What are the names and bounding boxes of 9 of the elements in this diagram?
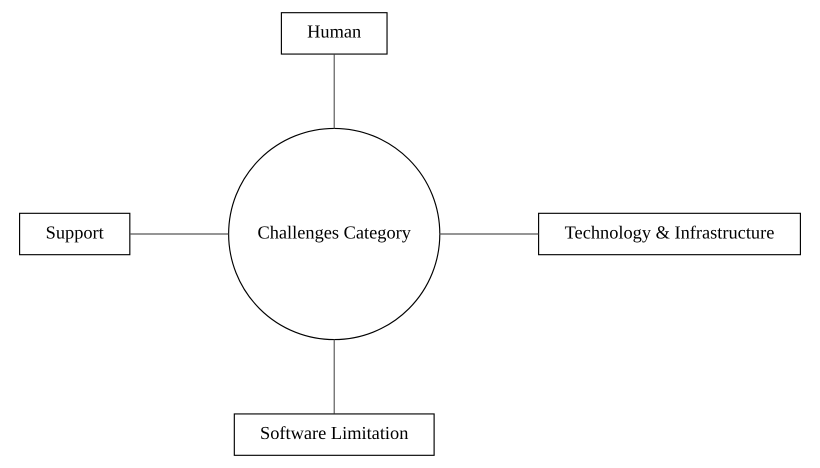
connector bbox=[334, 54, 335, 129]
node-box: Software Limitation bbox=[234, 413, 435, 456]
node-box: Human bbox=[280, 12, 388, 55]
node-box: Technology & Infrastructure bbox=[538, 212, 801, 256]
node-box: Support bbox=[19, 212, 130, 256]
connector bbox=[334, 340, 335, 414]
node-circle: Challenges Category bbox=[228, 128, 440, 340]
connector bbox=[130, 233, 228, 235]
connector bbox=[440, 233, 538, 235]
